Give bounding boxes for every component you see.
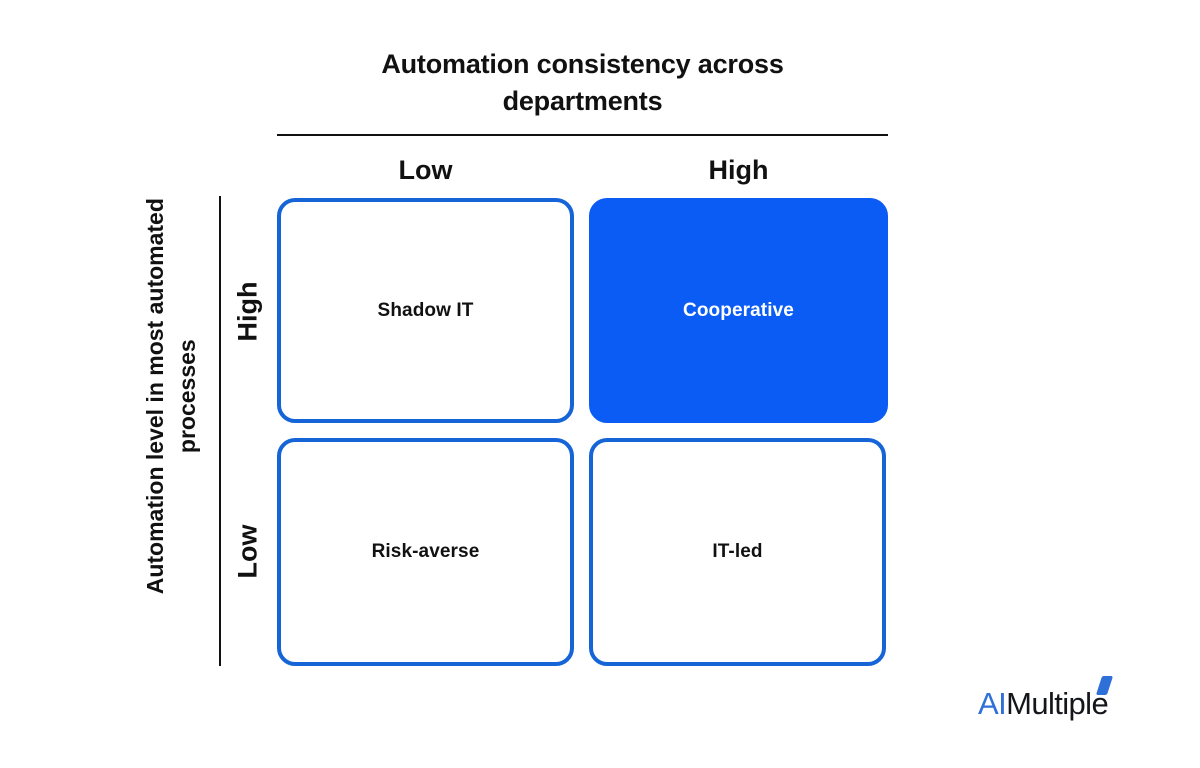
logo-slash-mark-icon: [1096, 676, 1114, 695]
y-axis-label: Automation level in most automated proce…: [141, 198, 200, 595]
quadrant-cell-it-led[interactable]: IT-led: [589, 438, 886, 666]
page-title: Automation consistency across department…: [381, 49, 784, 117]
column-header-high: High: [708, 155, 769, 185]
quadrant-cell-risk-averse[interactable]: Risk-averse: [277, 438, 574, 666]
row-label-low: Low: [232, 524, 263, 579]
quadrant-cell-cooperative[interactable]: Cooperative: [589, 198, 888, 423]
logo-text-multiple: Multiple: [1006, 686, 1109, 721]
x-axis-divider: [277, 134, 888, 136]
y-axis-line: [219, 196, 221, 666]
logo-text-ai: AI: [978, 686, 1007, 721]
quadrant-cell-shadow-it[interactable]: Shadow IT: [277, 198, 574, 423]
column-header-low: Low: [398, 155, 453, 185]
row-label-high: High: [232, 281, 263, 342]
